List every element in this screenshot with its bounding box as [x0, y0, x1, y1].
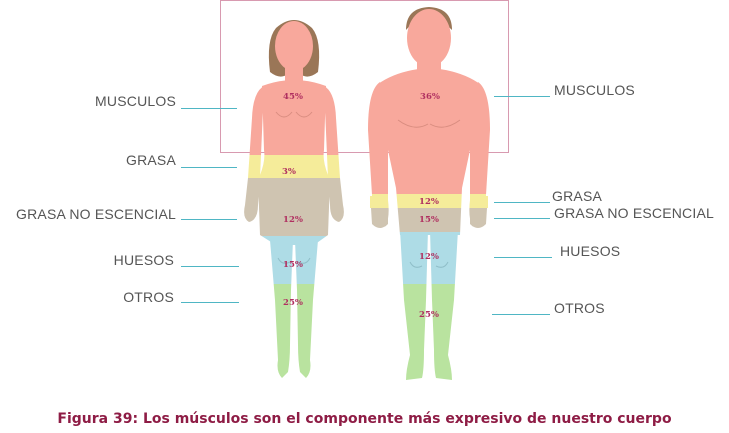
man-grasa-percent: 12% — [419, 197, 439, 207]
woman-figure: 45% 3% 12% 15% 25% — [244, 20, 344, 378]
woman-fat-region — [244, 155, 344, 178]
figure-caption: Figura 39: Los músculos son el component… — [57, 411, 672, 427]
man-grasa-no-escencial-leader — [494, 218, 550, 219]
woman-grasa-no-escencial-percent: 12% — [283, 215, 303, 225]
man-huesos-percent: 12% — [419, 252, 439, 262]
woman-nonessential-fat-region — [244, 178, 344, 236]
woman-muscle-region — [244, 21, 344, 155]
man-huesos-leader — [494, 257, 552, 258]
woman-grasa-percent: 3% — [282, 167, 296, 177]
man-musculos-leader — [494, 96, 550, 97]
man-otros-label: OTROS — [554, 300, 605, 316]
man-huesos-label: HUESOS — [560, 243, 621, 259]
woman-grasa-leader — [181, 167, 237, 168]
woman-musculos-percent: 45% — [283, 92, 303, 102]
man-otros-leader — [492, 314, 550, 315]
woman-musculos-label: MUSCULOS — [95, 93, 176, 109]
man-grasa-no-escencial-percent: 15% — [419, 215, 439, 225]
man-fat-region — [368, 194, 490, 208]
man-musculos-percent: 36% — [420, 92, 440, 102]
woman-grasa-no-escencial-leader — [181, 219, 237, 220]
woman-huesos-label: HUESOS — [113, 252, 174, 268]
woman-musculos-leader — [181, 108, 237, 109]
body-composition-figure: 45% 3% 12% 15% 25% 36% 12% 15% 12% 25% — [220, 0, 509, 380]
woman-grasa-label: GRASA — [125, 152, 176, 168]
woman-huesos-leader — [181, 266, 239, 267]
woman-otros-label: OTROS — [123, 289, 174, 305]
woman-grasa-no-escencial-label: GRASA NO ESCENCIAL — [16, 206, 176, 222]
man-grasa-label: GRASA — [552, 188, 603, 204]
woman-otros-leader — [181, 302, 239, 303]
highlight-frame — [220, 0, 509, 153]
man-otros-percent: 25% — [419, 310, 439, 320]
man-other-region — [368, 284, 490, 380]
man-musculos-label: MUSCULOS — [554, 82, 635, 98]
woman-otros-percent: 25% — [283, 298, 303, 308]
man-figure: 36% 12% 15% 12% 25% — [368, 7, 490, 380]
woman-huesos-percent: 15% — [283, 260, 303, 270]
man-grasa-leader — [494, 202, 550, 203]
man-grasa-no-escencial-label: GRASA NO ESCENCIAL — [554, 205, 714, 221]
